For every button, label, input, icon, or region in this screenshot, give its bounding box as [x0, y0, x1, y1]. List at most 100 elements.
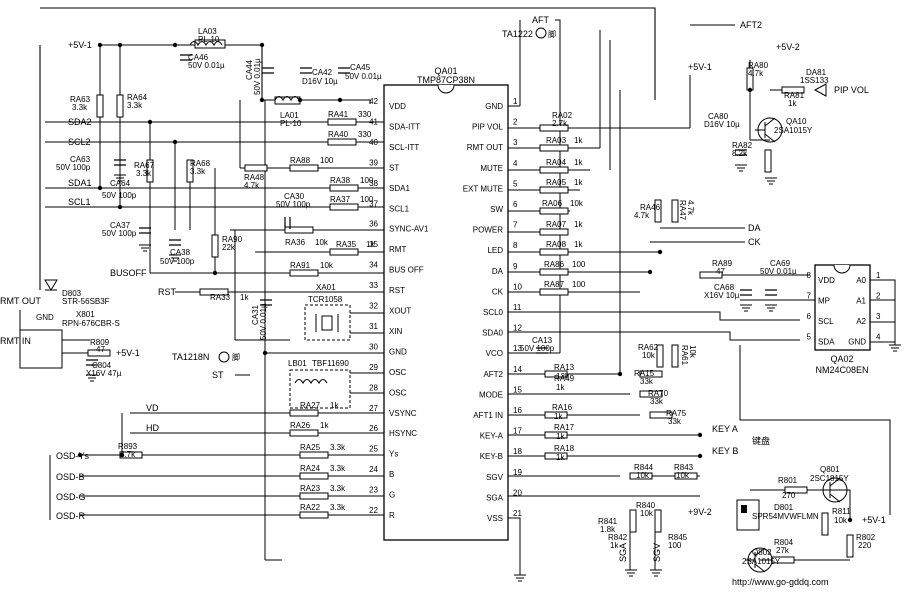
label-ca30: CA30 — [284, 192, 305, 201]
label-c804-value: X16V 47µ — [86, 369, 122, 378]
ic-qa01-part: TMP87CP38N — [417, 75, 475, 85]
label-osd-ys: OSD-Ys — [56, 451, 90, 461]
label-r842-value: 1k — [610, 541, 619, 550]
label-r843-value: 10k — [676, 471, 690, 480]
label-sgv: SGV — [652, 543, 662, 562]
label-vd: VD — [146, 403, 159, 413]
ic-qa01-pin-name-18: KEY-B — [480, 452, 503, 461]
label-qa10: QA10 — [786, 117, 807, 126]
label-r804-value: 27k — [776, 546, 790, 555]
label-rmt-in: RMT IN — [0, 336, 31, 346]
resistor-ra26-value: 1k — [320, 421, 329, 430]
label-r804: R804 — [774, 538, 794, 547]
label-r845: R845 — [668, 533, 688, 542]
label-ca63-value: 50V 100p — [56, 163, 91, 172]
ic-qa01-pin-name-5: EXT MUTE — [463, 184, 503, 193]
resistor-ra13-value: 12k — [556, 372, 570, 381]
ic-qa01-pin-name-31: XIN — [389, 327, 403, 336]
ic-qa01-pin-number-13: 13 — [513, 344, 522, 353]
ic-qa01-pin-number-28: 28 — [369, 383, 378, 392]
ic-qa01-pin-number-4: 4 — [513, 159, 518, 168]
label-qa10-value: 2SA1015Y — [774, 126, 813, 135]
resistor-ra23-value: 3.3k — [330, 484, 346, 493]
ic-qa01-pin-name-39: ST — [389, 163, 399, 172]
ic-qa01-pin-number-30: 30 — [369, 342, 378, 351]
label-la01-value: PL-10 — [280, 119, 302, 128]
label-r801-value: 270 — [782, 491, 796, 500]
ic-qa01-pin-name-20: SGA — [486, 493, 504, 502]
label-vplus5v2: +5V-2 — [776, 42, 800, 52]
resistor-ra17-ref: RA17 — [554, 423, 575, 432]
label-r802-value: 220 — [858, 541, 872, 550]
label-ra47: RA47 — [678, 200, 687, 221]
label-ra68: RA68 — [190, 159, 211, 168]
ic-qa01-pin-name-30: GND — [389, 347, 407, 356]
resistor-ra24-ref: RA24 — [300, 464, 321, 473]
resistor-ra05-value: 1k — [574, 178, 583, 187]
ic-qa01-pin-name-13: VCO — [486, 349, 503, 358]
label-ta1222: TA1222 — [502, 29, 533, 39]
label-ra80: RA80 — [748, 61, 769, 70]
ic-qa01-pin-name-26: HSYNC — [389, 429, 417, 438]
label-ca44: CA44 — [245, 59, 254, 80]
resistor-ra38-value: 100 — [360, 176, 374, 185]
ic-qa01-pin-name-7: POWER — [473, 226, 503, 235]
resistor-ra25-ref: RA25 — [300, 443, 321, 452]
ic-qa02-pin-name-6: SCL — [818, 317, 834, 326]
ic-qa01-pin-number-35: 35 — [369, 240, 378, 249]
ic-qa01-pin-number-25: 25 — [369, 445, 378, 454]
label-ra48: RA48 — [244, 173, 265, 182]
label-ca31-value: 50V 0.01µ — [259, 303, 268, 340]
ic-qa01-pin-name-16: AFT1 IN — [473, 411, 503, 420]
ic-qa01-pin-number-15: 15 — [513, 385, 522, 394]
ic-qa01-pin-number-2: 2 — [513, 118, 518, 127]
ic-qa01-pin-number-40: 40 — [369, 138, 378, 147]
ic-qa01-pin-number-42: 42 — [369, 97, 378, 106]
resistor-ra03-ref: RA03 — [546, 136, 567, 145]
ic-qa01-pin-name-28: OSC — [389, 388, 407, 397]
resistor-ra40-ref: RA40 — [328, 130, 349, 139]
label-ca42: CA42 — [312, 68, 333, 77]
ic-qa02-designator: QA02 — [830, 354, 853, 364]
label-ra70: RA70 — [648, 389, 669, 398]
crystal-symbol — [304, 304, 351, 341]
capacitor-symbols — [86, 54, 777, 366]
label-ck: CK — [748, 237, 761, 247]
resistor-ra23-ref: RA23 — [300, 484, 321, 493]
label-ca69-value: 50V 0.01µ — [760, 267, 797, 276]
label-ca46-value: 50V 0.01µ — [188, 61, 225, 70]
resistor-ra05-ref: RA05 — [546, 178, 567, 187]
ic-qa01-pin-name-4: MUTE — [480, 164, 503, 173]
label-d801: D801 — [774, 503, 794, 512]
ic-qa01-pin-number-21: 21 — [513, 509, 522, 518]
label-ca37-value: 50V 100p — [102, 229, 137, 238]
label-ra61-value: 10k — [688, 345, 697, 359]
ic-qa01-pin-number-29: 29 — [369, 363, 378, 372]
ic-qa02-pin-number-8: 8 — [807, 271, 812, 280]
label-ca31: CA31 — [251, 304, 260, 325]
resistor-ra04-ref: RA04 — [546, 158, 567, 167]
label-ra15: RA15 — [634, 369, 655, 378]
label-ra68-value: 3.3k — [190, 167, 206, 176]
label-r802: R802 — [856, 533, 876, 542]
label-ra67: RA67 — [134, 161, 155, 170]
label-ra46-value: 4.7k — [634, 211, 650, 220]
ic-qa01-pin-number-20: 20 — [513, 488, 522, 497]
ic-qa01-pin-name-3: RMT OUT — [467, 143, 503, 152]
resistor-ra16-ref: RA16 — [552, 403, 573, 412]
ic-qa01-pin-number-17: 17 — [513, 427, 522, 436]
resistor-ra18-value: 1k — [556, 453, 565, 462]
ic-qa01-pin-number-12: 12 — [513, 324, 522, 333]
ic-qa01-pin-name-11: SCL0 — [483, 308, 504, 317]
ic-qa01-pin-number-38: 38 — [369, 179, 378, 188]
label-key-b: KEY B — [712, 446, 738, 456]
ic-qa01-pin-number-27: 27 — [369, 404, 378, 413]
ic-qa01-pin-number-39: 39 — [369, 158, 378, 167]
ic-qa02-pin-number-2: 2 — [876, 292, 881, 301]
ic-qa01-pin-name-19: SGV — [486, 473, 504, 482]
label-ta1218-pin: 脚 — [232, 352, 240, 362]
ic-qa01-pin-name-24: B — [389, 470, 394, 479]
resistor-ra27-ref: RA27 — [300, 401, 321, 410]
